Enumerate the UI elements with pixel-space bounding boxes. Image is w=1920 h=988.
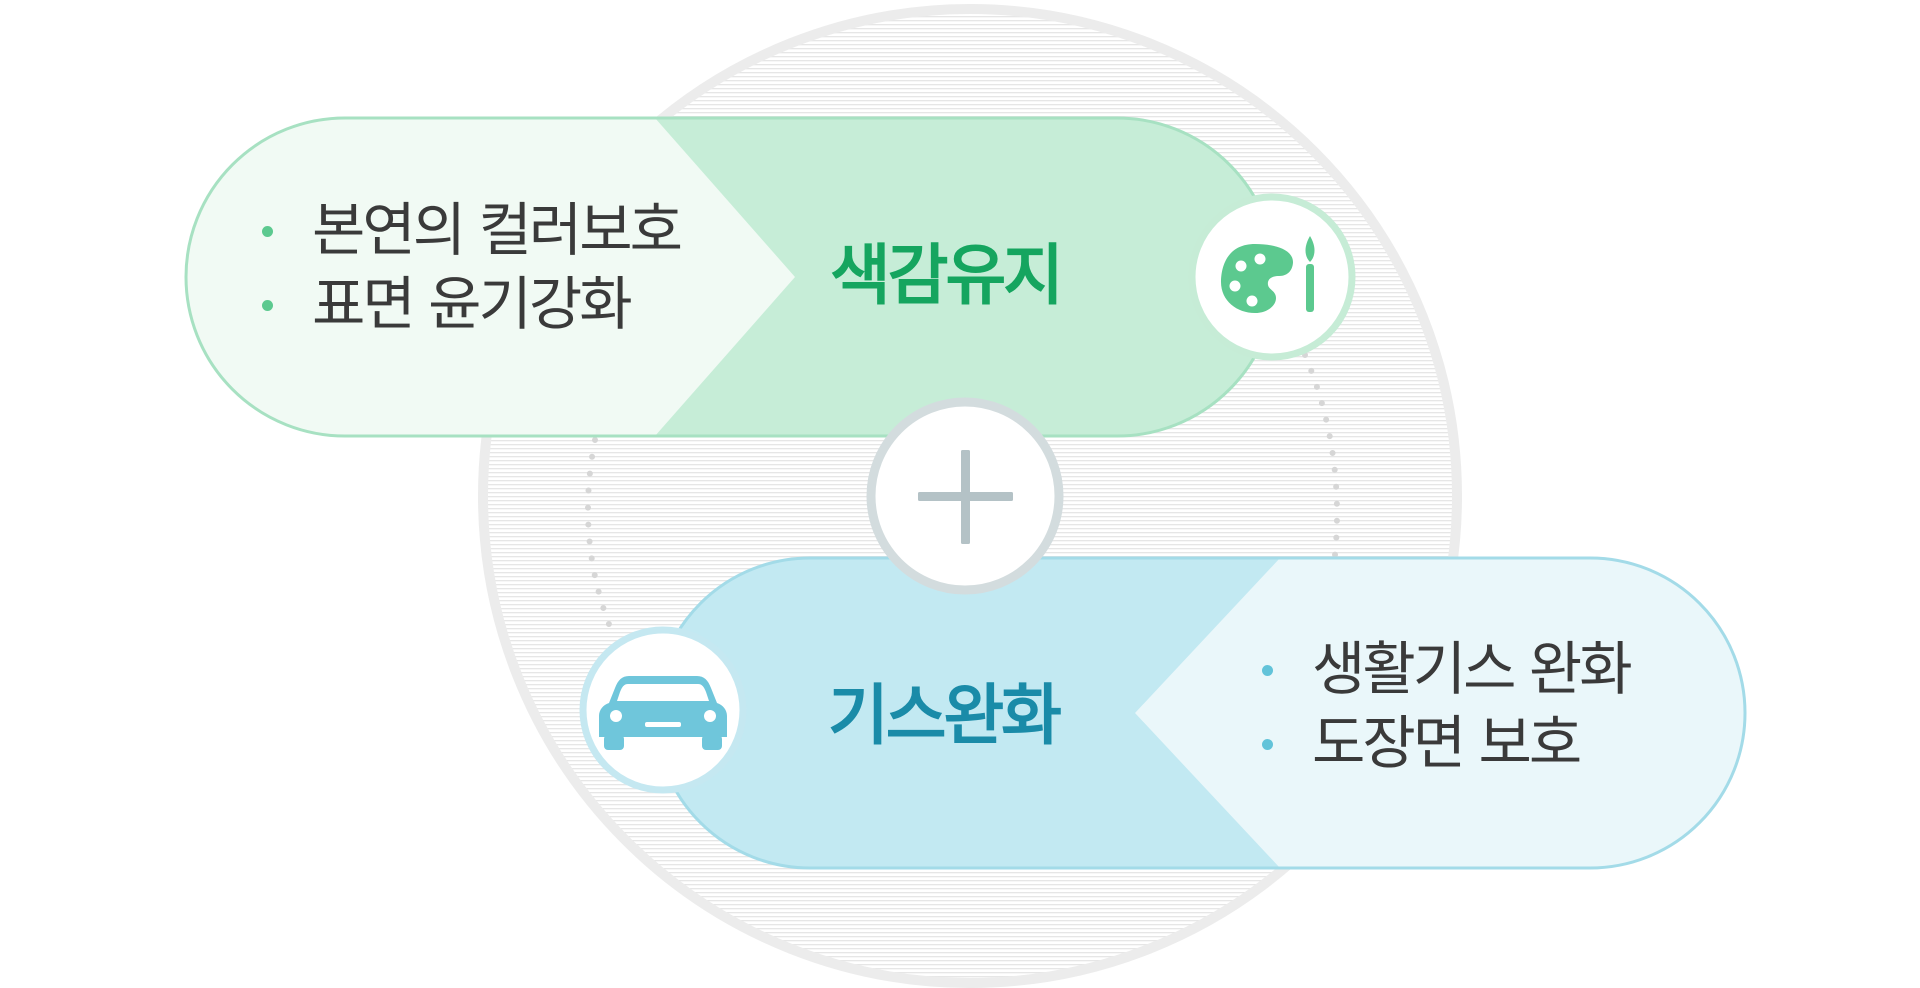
top-card-feature-text: 표면 윤기강화: [312, 270, 633, 338]
dotted-arc-left: [585, 437, 615, 635]
bottom-card-feature-list: 생활기스 완화 도장면 보호: [1262, 632, 1633, 780]
bottom-card-light-fill: [1135, 558, 1745, 868]
bottom-card: [653, 556, 1747, 870]
top-card-feature-item: 표면 윤기강화: [262, 267, 680, 341]
bullet-dot: [262, 226, 273, 237]
bottom-card-feature-item: 도장면 보호: [1262, 706, 1630, 780]
car-icon: [579, 626, 747, 794]
top-card-feature-list: 본연의 컬러보호 표면 윤기강화: [262, 193, 683, 341]
palette-brush-icon: [1188, 193, 1356, 361]
top-card-feature-text: 본연의 컬러보호: [312, 196, 683, 264]
top-card-title: 색감유지: [830, 237, 1064, 314]
bullet-dot: [1262, 665, 1273, 676]
plus-icon: [866, 397, 1064, 595]
dotted-arc-right: [1302, 352, 1340, 558]
bottom-card-feature-text: 생활기스 완화: [1312, 635, 1633, 703]
bottom-card-title: 기스완화: [828, 677, 1062, 754]
bullet-dot: [262, 300, 273, 311]
top-card-feature-item: 본연의 컬러보호: [262, 193, 683, 267]
bottom-card-feature-item: 생활기스 완화: [1262, 632, 1633, 706]
top-card: [184, 116, 1278, 438]
bottom-card-feature-text: 도장면 보호: [1312, 709, 1582, 777]
top-card-light-fill: [186, 118, 795, 436]
bullet-dot: [1262, 739, 1273, 750]
